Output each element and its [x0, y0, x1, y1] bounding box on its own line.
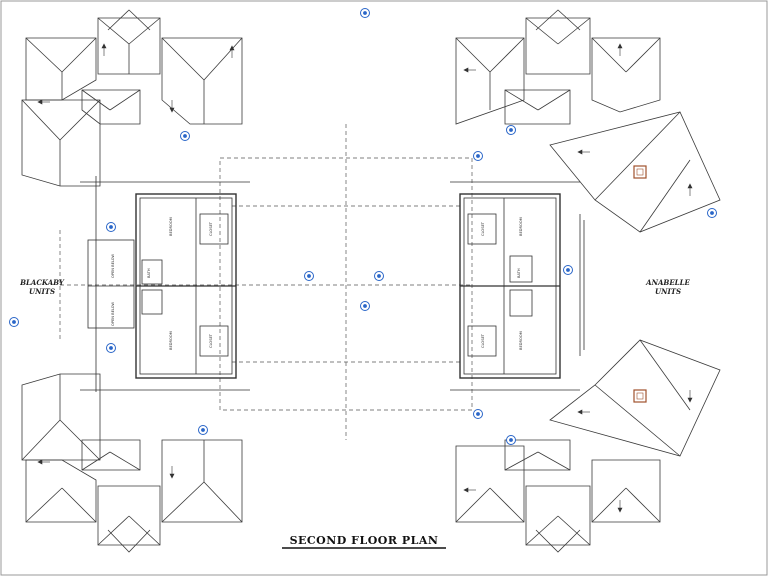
grid-marker-icon	[563, 265, 573, 275]
right-building-label-line2: UNITS	[655, 287, 681, 296]
room-tag: OPEN BELOW	[111, 301, 115, 326]
grid-marker-icon	[106, 343, 116, 353]
room-tag: BATH	[147, 268, 151, 278]
grid-marker-icon	[506, 125, 516, 135]
drawing-title: SECOND FLOOR PLAN	[290, 534, 439, 547]
grid-marker-icon	[360, 8, 370, 18]
grid-marker-icon	[198, 425, 208, 435]
room-tag: BATH	[517, 268, 521, 278]
chimney-icon	[633, 165, 647, 179]
grid-marker-icon	[360, 301, 370, 311]
room-tag: BEDROOM	[519, 217, 523, 236]
grid-markers	[9, 8, 717, 445]
room-tag: BEDROOM	[169, 217, 173, 236]
room-tag: CLOSET	[481, 333, 485, 348]
roof-lines	[21, 9, 721, 553]
room-tags: BEDROOM BEDROOM CLOSET CLOSET BEDROOM BE…	[111, 217, 523, 350]
grid-marker-icon	[707, 208, 717, 218]
grid-marker-icon	[473, 151, 483, 161]
dashed-lines	[59, 124, 473, 440]
left-building-label-line1: BLACKABY	[19, 278, 65, 287]
room-tag: CLOSET	[209, 221, 213, 236]
grid-marker-icon	[374, 271, 384, 281]
chimneys	[633, 165, 647, 403]
room-tag: BEDROOM	[519, 331, 523, 350]
grid-marker-icon	[106, 222, 116, 232]
grid-marker-icon	[180, 131, 190, 141]
left-building-label-line2: UNITS	[29, 287, 55, 296]
left-unit-floor-plan	[80, 176, 250, 392]
room-tag: BEDROOM	[169, 331, 173, 350]
right-building-label-line1: ANABELLE	[645, 278, 690, 287]
slope-arrows	[37, 43, 693, 513]
grid-marker-icon	[473, 409, 483, 419]
grid-marker-icon	[304, 271, 314, 281]
room-tag: OPEN BELOW	[111, 253, 115, 278]
room-tag: CLOSET	[481, 221, 485, 236]
grid-marker-icon	[506, 435, 516, 445]
chimney-icon	[633, 389, 647, 403]
room-tag: CLOSET	[209, 333, 213, 348]
grid-marker-icon	[9, 317, 19, 327]
right-unit-floor-plan	[450, 181, 585, 391]
